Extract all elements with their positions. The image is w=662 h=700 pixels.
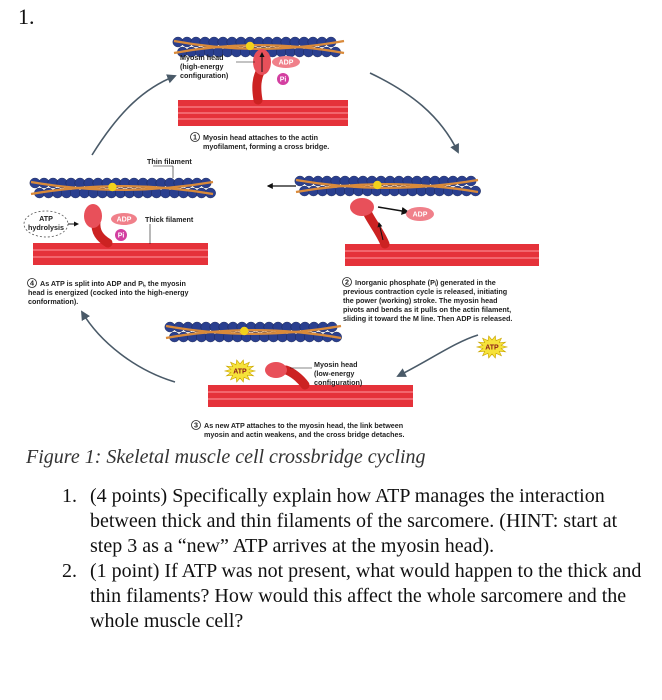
step3-head-label-1: Myosin head <box>314 360 358 369</box>
step1-num: 1 <box>193 133 197 142</box>
tropomyosin-strand <box>295 178 479 189</box>
thin-filament-label: Thin filament <box>147 157 192 166</box>
step1-number: 1 <box>190 132 200 142</box>
adp-label-step1: ADP <box>279 60 294 67</box>
myosin-head-step3 <box>265 362 310 390</box>
step3-number: 3 <box>191 420 201 430</box>
adp-label-step2: ADP <box>413 212 428 219</box>
troponin-complex <box>108 182 117 192</box>
thick-filament-step2 <box>345 244 539 266</box>
atp-label-incoming: ATP <box>485 345 499 352</box>
thick-filament-step4 <box>33 243 208 265</box>
step3-head-label-2: (low-energy <box>314 369 354 378</box>
step4-num: 4 <box>30 279 34 288</box>
cycle-arrow-2-to-3 <box>396 334 479 377</box>
tropomyosin-strand <box>165 324 342 335</box>
crossbridge-cycle-figure: ADP Pi ADP Pi ADP ATP ATP ATP hydrolysis… <box>23 36 539 439</box>
step1-caption-1: Myosin head attaches to the actin <box>203 133 318 142</box>
step1-caption-2: myofilament, forming a cross bridge. <box>203 142 329 151</box>
question-item-text: (1 point) If ATP was not present, what w… <box>90 560 642 632</box>
actin-filament-step3 <box>164 321 342 343</box>
question-item-text: (4 points) Specifically explain how ATP … <box>90 485 618 557</box>
thick-filament-label: Thick filament <box>145 215 194 224</box>
step2-num: 2 <box>345 278 349 287</box>
thick-filament-step1 <box>178 100 348 126</box>
tropomyosin-strand <box>30 180 214 191</box>
step2-caption-5: sliding it toward the M line. Then ADP i… <box>343 314 512 323</box>
atp-hydrolysis-badge: ATP hydrolysis <box>23 210 79 238</box>
adp-badge-step4: ADP Pi <box>111 213 137 241</box>
troponin-complex <box>245 41 255 51</box>
adp-badge-step1: ADP Pi <box>272 56 300 85</box>
step1-head-label-3: configuration) <box>180 71 229 80</box>
thick-filament-step3 <box>208 385 413 407</box>
cycle-arrow-4-to-1 <box>91 74 177 156</box>
actin-filament-step1 <box>172 36 345 58</box>
step2-caption-3: the power (working) stroke. The myosin h… <box>343 296 498 305</box>
tropomyosin-strand <box>165 329 342 340</box>
cycle-arrow-1-to-2 <box>369 72 459 154</box>
myosin-head-step2 <box>350 198 410 249</box>
step2-number: 2 <box>342 277 352 287</box>
step3-num: 3 <box>194 421 198 430</box>
step3-caption-1: As new ATP attaches to the myosin head, … <box>204 421 403 430</box>
atp-starburst-incoming: ATP <box>475 335 509 359</box>
step3-caption-2: myosin and actin weakens, and the cross … <box>204 430 405 439</box>
hydrolysis-line2: hydrolysis <box>28 223 64 232</box>
tropomyosin-strand <box>295 183 479 194</box>
step3-head-label-3: configuration) <box>314 378 363 387</box>
myosin-head-step1 <box>252 49 271 105</box>
myosin-head-step4 <box>84 204 113 248</box>
step2-caption-4: pivots and bends as it pulls on the acti… <box>343 305 511 314</box>
question-item-number: 1. <box>62 485 77 507</box>
step2-caption-1: Inorganic phosphate (Pᵢ) generated in th… <box>355 278 496 287</box>
actin-filament-step2 <box>294 175 481 197</box>
hydrolysis-line1: ATP <box>39 214 53 223</box>
step4-number: 4 <box>27 278 37 288</box>
tropomyosin-strand <box>30 185 214 196</box>
troponin-complex <box>373 180 382 190</box>
pi-label-step4: Pi <box>118 233 125 240</box>
step4-caption-2: head is energized (cocked into the high-… <box>28 288 189 297</box>
question-item-2: 2. (1 point) If ATP was not present, wha… <box>62 559 647 634</box>
question-list: 1. (4 points) Specifically explain how A… <box>62 484 647 634</box>
tropomyosin-strand <box>173 44 345 55</box>
step4-caption-1: As ATP is split into ADP and Pᵢ, the myo… <box>40 279 186 288</box>
question-item-1: 1. (4 points) Specifically explain how A… <box>62 484 647 559</box>
adp-label-step4: ADP <box>117 217 132 224</box>
actin-filament-step4 <box>29 177 216 199</box>
atp-starburst-head: ATP <box>223 359 257 383</box>
tropomyosin-strand <box>173 39 345 50</box>
atp-label-head: ATP <box>233 369 247 376</box>
figure-caption: Figure 1: Skeletal muscle cell crossbrid… <box>26 446 426 468</box>
step1-head-label-1: Myosin head <box>180 53 224 62</box>
step2-caption-2: previous contraction cycle is released, … <box>343 287 507 296</box>
question-number: 1. <box>18 4 35 29</box>
cycle-arrow-3-to-4 <box>81 310 176 383</box>
step1-head-label-2: (high-energy <box>180 62 224 71</box>
troponin-complex <box>240 326 249 336</box>
pi-label-step1: Pi <box>280 77 287 84</box>
step4-caption-3: conformation). <box>28 297 78 306</box>
adp-badge-step2: ADP <box>406 207 434 221</box>
question-item-number: 2. <box>62 560 77 582</box>
